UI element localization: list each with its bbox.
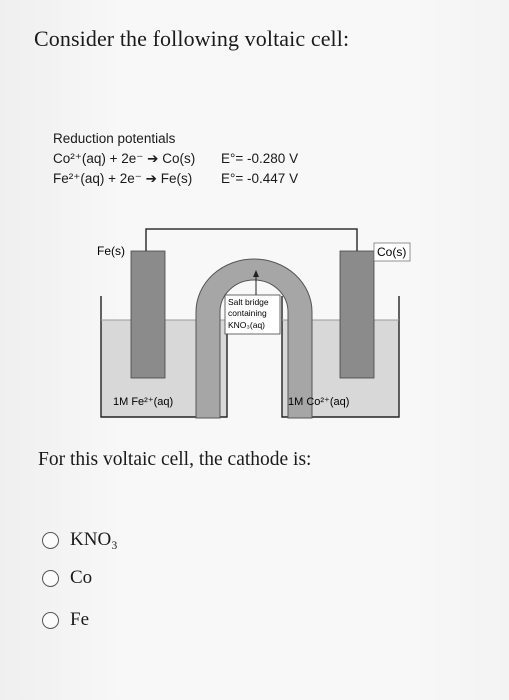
standard-potential: E°= -0.280 V (221, 151, 299, 166)
question-prompt: For this voltaic cell, the cathode is: (38, 449, 312, 470)
half-reaction: Co²⁺(aq) + 2e⁻ ➔ Co(s) (53, 151, 196, 166)
salt-bridge-line: Salt bridge (228, 297, 269, 307)
reduction-potentials-heading: Reduction potentials (53, 131, 176, 146)
radio-button[interactable] (42, 531, 59, 549)
voltaic-cell-diagram: Salt bridge containing KNO₃(aq) Fe(s) Co… (97, 228, 411, 419)
salt-bridge-label-box (224, 294, 281, 335)
potential-row-iron: Fe²⁺(aq) + 2e⁻ ➔ Fe(s) E°= -0.447 V (53, 171, 298, 187)
standard-potential: E°= -0.447 V (221, 171, 299, 186)
right-electrode-label: Co(s) (377, 245, 406, 259)
half-reaction: Fe²⁺(aq) + 2e⁻ ➔ Fe(s) (53, 171, 193, 186)
right-solution-label: 1M Co²⁺(aq) (288, 396, 349, 408)
option-label: Fe (70, 609, 89, 630)
radio-button[interactable] (42, 611, 59, 629)
question-title: Consider the following voltaic cell: (34, 26, 350, 51)
external-wire (145, 228, 358, 251)
left-solution-label: 1M Fe²⁺(aq) (113, 396, 173, 408)
co-electrode (339, 250, 375, 379)
option-co[interactable]: Co (42, 567, 92, 589)
option-label: Co (70, 567, 93, 588)
salt-bridge-line: KNO₃(aq) (228, 320, 265, 330)
fe-electrode (130, 250, 166, 379)
option-kno3[interactable]: KNO₃ (42, 529, 118, 551)
salt-bridge (195, 258, 313, 419)
potential-row-cobalt: Co²⁺(aq) + 2e⁻ ➔ Co(s) E°= -0.280 V (53, 151, 298, 167)
right-beaker (281, 296, 400, 418)
left-beaker (100, 296, 228, 418)
option-label: KNO₃ (70, 529, 118, 550)
salt-bridge-line: containing (228, 308, 267, 318)
arrow-up-icon (253, 270, 259, 277)
left-electrode-label: Fe(s) (97, 244, 125, 258)
radio-button[interactable] (42, 569, 59, 587)
option-fe[interactable]: Fe (42, 609, 89, 631)
